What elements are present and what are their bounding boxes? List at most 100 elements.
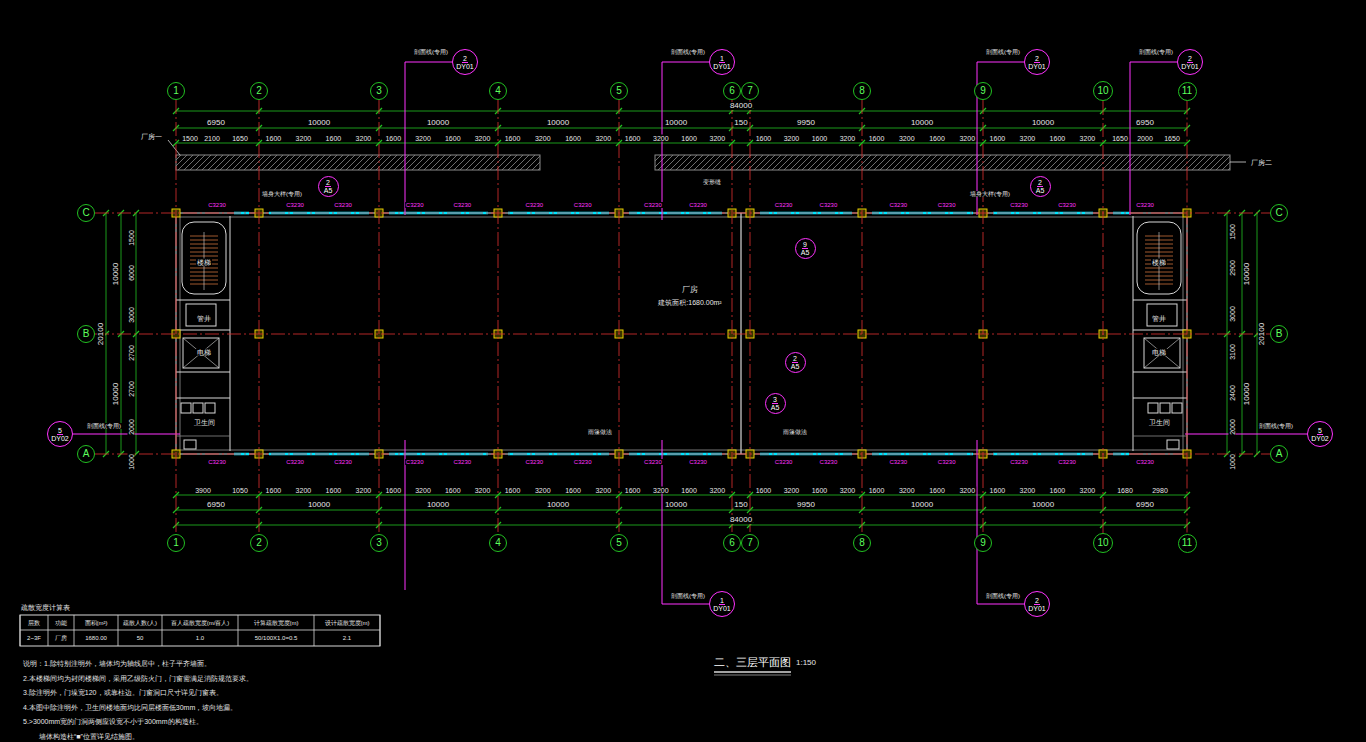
axis-bubble: 2 — [250, 82, 268, 100]
section-line — [977, 604, 1024, 605]
window-tag: C3230 — [937, 202, 957, 208]
axis-bubble: 6 — [723, 534, 741, 552]
section-note: 剖面线(专用) — [670, 49, 706, 55]
section-line — [662, 62, 709, 63]
dimension-text: 3200 — [958, 135, 976, 142]
table-rule — [238, 615, 239, 646]
partition — [1133, 436, 1187, 437]
dimension-text: 1600 — [928, 487, 946, 494]
axis-bubble: 9 — [974, 534, 992, 552]
axis-bubble: 9 — [974, 82, 992, 100]
dimension-line — [176, 525, 1187, 526]
core-wall — [1133, 300, 1187, 301]
dimension-text: 3200 — [474, 487, 492, 494]
leader-line — [168, 140, 180, 155]
axis-bubble: 5 — [610, 82, 628, 100]
dimension-text: 3200 — [414, 487, 432, 494]
callout-number: DY01 — [1027, 63, 1047, 70]
section-marker: 1DY01 — [709, 49, 735, 75]
callout-number: DY01 — [1180, 63, 1200, 70]
dimension-text: 1600 — [265, 487, 283, 494]
toilet-fixture — [1160, 403, 1170, 413]
room-name: 管井 — [1151, 315, 1167, 322]
dimension-text: 10000 — [910, 501, 934, 509]
dimension-text: 150 — [733, 501, 748, 509]
dimension-text: 1050 — [231, 487, 249, 494]
table-rule — [162, 615, 163, 646]
dimension-text: 20100 — [97, 322, 105, 346]
axis-number: 4 — [494, 86, 502, 96]
dimension-text: 3200 — [898, 487, 916, 494]
interior-wall-face — [180, 217, 1183, 450]
axis-number: 8 — [858, 86, 866, 96]
dimension-text: 84000 — [729, 102, 753, 110]
window-tag: C3230 — [1057, 202, 1077, 208]
axis-number: C — [1274, 208, 1283, 218]
toilet-fixture — [1148, 403, 1158, 413]
axis-bubble: 6 — [723, 82, 741, 100]
window-tag: C3230 — [452, 202, 472, 208]
dimension-text: 1600 — [325, 135, 343, 142]
dimension-text: 1600 — [444, 135, 462, 142]
elevator-cross — [183, 338, 219, 368]
section-line — [73, 434, 180, 435]
dimension-text: 20100 — [1258, 322, 1266, 346]
section-marker: 2DY01 — [1024, 591, 1050, 617]
dimension-text: 1000 — [1229, 453, 1236, 471]
axis-bubble: 4 — [489, 534, 507, 552]
dimension-text: 1680 — [1116, 487, 1134, 494]
table-title: 疏散宽度计算表 — [20, 604, 71, 611]
dimension-text: 3200 — [958, 487, 976, 494]
core-wall — [1133, 398, 1187, 399]
dimension-text: 2000 — [1229, 418, 1236, 436]
dimension-text: 6950 — [206, 119, 226, 127]
window-tag: C3230 — [333, 459, 353, 465]
window-tag: C3230 — [1135, 202, 1155, 208]
axis-bubble: 7 — [741, 534, 759, 552]
callout-number: 2 — [1034, 597, 1040, 605]
axis-number: 2 — [255, 538, 263, 548]
section-marker: 5DY02 — [1307, 421, 1333, 447]
dimension-text: 1600 — [504, 487, 522, 494]
dimension-text: 10000 — [1243, 262, 1251, 286]
core-wall — [176, 330, 230, 331]
axis-number: 10 — [1096, 538, 1109, 548]
table-header: 功能 — [54, 620, 68, 626]
room-name: 厂房 — [681, 286, 699, 294]
dimension-text: 10000 — [426, 501, 450, 509]
room-name: 卫生间 — [1148, 419, 1171, 426]
partition — [176, 436, 230, 437]
dimension-text: 9950 — [796, 501, 816, 509]
dimension-text: 1600 — [384, 135, 402, 142]
detail-note: 雨篷做法 — [782, 429, 808, 435]
dimension-text: 3200 — [709, 487, 727, 494]
stair-outline — [1137, 222, 1181, 294]
axis-number: 1 — [172, 86, 180, 96]
callout-number: DY01 — [712, 63, 732, 70]
dimension-text: 6950 — [1135, 119, 1155, 127]
dimension-text: 6950 — [206, 501, 226, 509]
dimension-text: 3900 — [194, 487, 212, 494]
table-header: 疏散人数(人) — [122, 620, 158, 626]
axis-bubble: 2 — [250, 534, 268, 552]
window-tag: C3230 — [819, 459, 839, 465]
section-note: 剖面线(专用) — [985, 49, 1021, 55]
dimension-text: 1600 — [384, 487, 402, 494]
axis-bubble: C — [1270, 204, 1288, 222]
table-rule — [314, 615, 315, 646]
toilet-fixture — [181, 403, 191, 413]
dimension-text: 2900 — [1229, 259, 1236, 277]
section-marker: 2DY01 — [1177, 49, 1203, 75]
dimension-line — [176, 111, 1187, 112]
section-marker: 1DY01 — [709, 591, 735, 617]
axis-number: 8 — [858, 538, 866, 548]
axis-number: 9 — [979, 86, 987, 96]
window-tag: C3230 — [285, 202, 305, 208]
axis-number: 3 — [375, 538, 383, 548]
dimension-text: 1000 — [128, 453, 135, 471]
window-tag: C3230 — [1057, 459, 1077, 465]
detail-callout: 3A5 — [765, 393, 786, 414]
axis-number: 11 — [1181, 538, 1193, 548]
dimension-text: 2000 — [1136, 135, 1154, 142]
